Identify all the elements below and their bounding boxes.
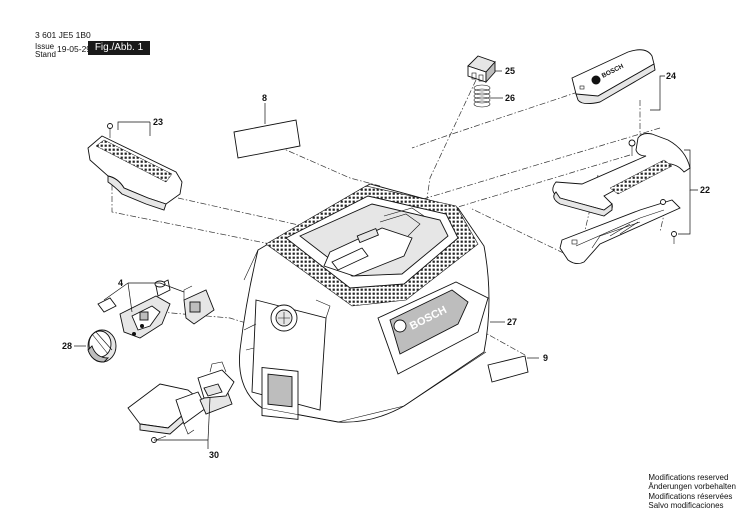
- callout-8: 8: [262, 93, 267, 103]
- part-24-handle-cover: BOSCH: [571, 49, 656, 105]
- notice-de: Änderungen vorbehalten: [648, 482, 736, 492]
- modifications-notice: Modifications reserved Änderungen vorbeh…: [648, 473, 736, 511]
- part-number: 3 601 JE5 1B0: [35, 30, 91, 40]
- callout-24: 24: [666, 71, 676, 81]
- callout-26: 26: [505, 93, 515, 103]
- callout-23: 23: [153, 117, 163, 127]
- notice-es: Salvo modificaciones: [648, 501, 724, 511]
- notice-fr: Modifications réservées: [648, 491, 733, 501]
- part-9-label-plate: [487, 355, 529, 383]
- part-28-knob: [87, 329, 117, 363]
- callout-22: 22: [700, 185, 710, 195]
- callout-4: 4: [118, 278, 123, 288]
- stand-label: Stand: [35, 50, 56, 59]
- part-25-switch-cap: [467, 55, 496, 84]
- part-4-switch-assembly: [97, 279, 215, 339]
- part-27-housing: BOSCH: [239, 183, 490, 423]
- callout-25: 25: [505, 66, 515, 76]
- part-8-label-plate: [233, 119, 301, 159]
- part-26-spring: [473, 84, 491, 108]
- callout-27: 27: [507, 317, 517, 327]
- part-30-flap-assembly: [127, 361, 235, 443]
- callout-28: 28: [62, 341, 72, 351]
- notice-en: Modifications reserved: [648, 473, 729, 482]
- callout-9: 9: [543, 353, 548, 363]
- leader-lines: [74, 70, 698, 449]
- part-22-handle: [552, 133, 691, 265]
- issue-date: 19-05-29: [57, 44, 92, 54]
- issue-label: Issue: [35, 42, 55, 51]
- part-23-grip-pad: [87, 123, 183, 211]
- callout-30: 30: [209, 450, 219, 460]
- figure-badge: Fig./Abb. 1: [88, 41, 150, 55]
